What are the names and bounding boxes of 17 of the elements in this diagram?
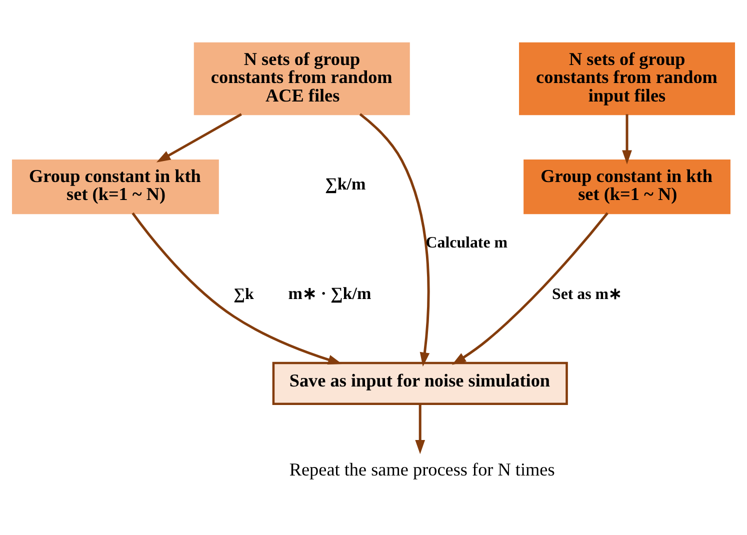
arrow — [452, 212, 608, 365]
arrow — [156, 113, 242, 162]
arrow — [359, 113, 430, 367]
node-box: N sets of group constants from random ACE files — [194, 42, 410, 116]
arrow — [132, 212, 342, 364]
node-text: Repeat the same process for N times — [289, 459, 555, 480]
label: ∑k/m — [325, 174, 366, 194]
edge-label: Calculate m — [426, 234, 508, 252]
node-box: Group constant in kth set (k=1 ~ N) — [12, 160, 219, 214]
label: m∗ · ∑k/m — [288, 284, 372, 303]
node-box: Group constant in kth set (k=1 ~ N) — [524, 160, 730, 214]
arrow — [622, 114, 632, 164]
node-box: Save as input for noise simulation — [272, 362, 568, 406]
edge-label: Set as m∗ — [552, 286, 622, 303]
node-box: N sets of group constants from random input files — [519, 42, 735, 116]
arrow — [415, 404, 426, 454]
edge-label: ∑k — [234, 286, 254, 303]
